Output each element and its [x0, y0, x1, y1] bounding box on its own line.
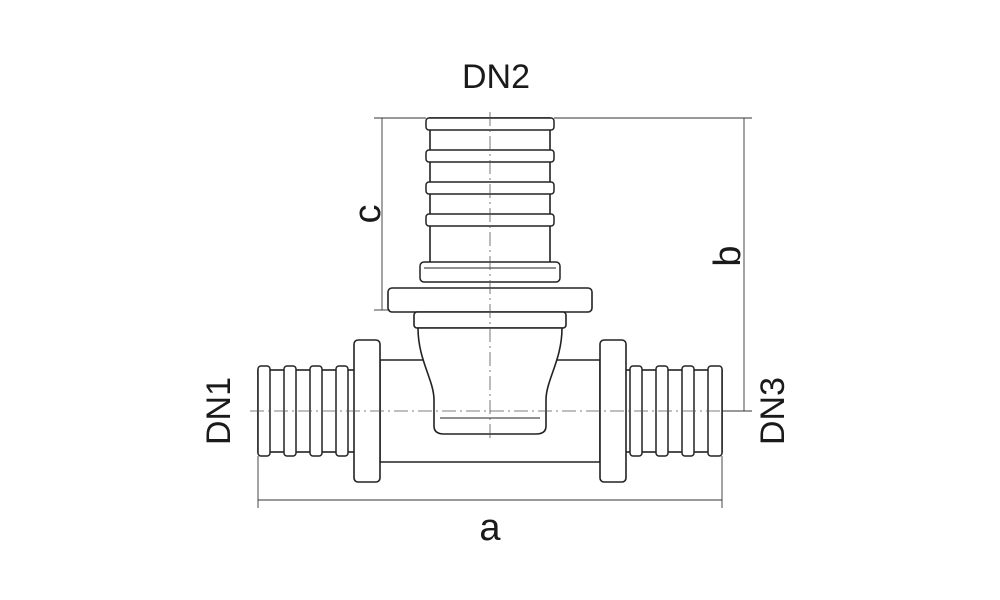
- dimension-b: [554, 117, 752, 412]
- dn3-label: DN3: [754, 377, 792, 445]
- dn2-label: DN2: [462, 58, 530, 96]
- dimension-a: [257, 456, 723, 508]
- dn1-label: DN1: [200, 377, 238, 445]
- center-lines: [250, 112, 730, 440]
- dimension-c-label: c: [347, 205, 389, 224]
- dimension-c: [374, 117, 426, 311]
- dimension-b-label: b: [707, 245, 749, 266]
- dimension-a-label: a: [479, 507, 501, 549]
